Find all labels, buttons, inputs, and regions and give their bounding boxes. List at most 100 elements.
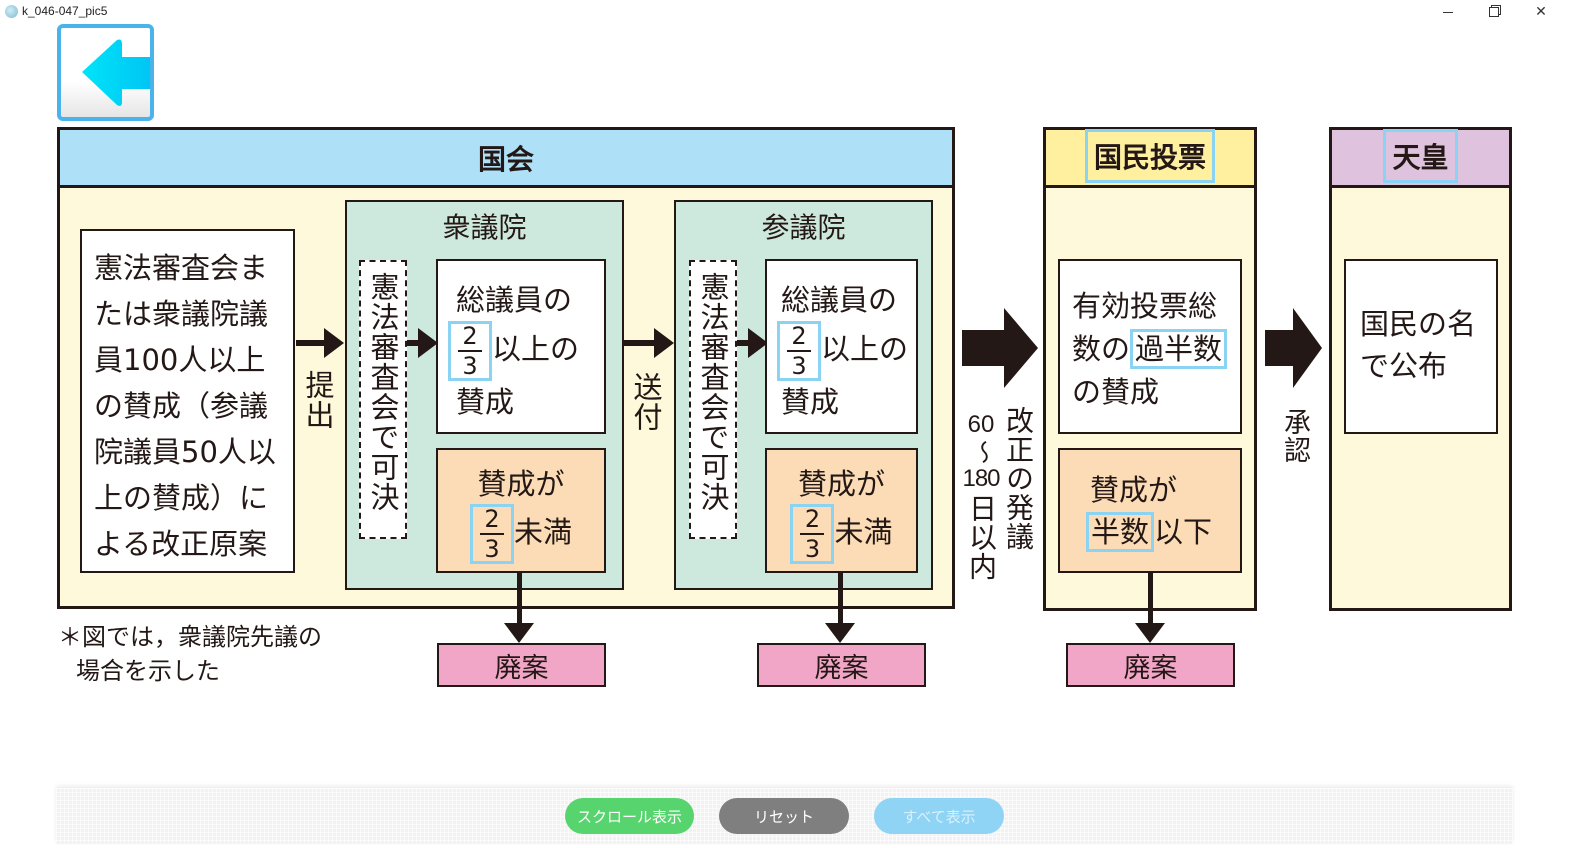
emperor-line2: で公布 [1360, 349, 1448, 383]
fraction-denominator: 3 [804, 535, 821, 563]
referendum-discard-arrow-head [1135, 623, 1165, 643]
fraction-numerator: 2 [804, 505, 821, 533]
fraction-bar [787, 350, 811, 352]
referendum-reject-line1: 賛成が [1090, 473, 1178, 507]
hr-reject-fraction: 2 3 [469, 504, 514, 564]
close-button[interactable]: ✕ [1518, 0, 1564, 24]
referendum-reject-highlight: 半数 [1086, 512, 1155, 552]
hc-reject-fraction: 2 3 [790, 504, 835, 564]
emperor-header-label: 天皇 [1383, 129, 1458, 183]
minimize-button[interactable] [1425, 0, 1471, 24]
footnote-line2: 場合を示した [76, 657, 220, 685]
submit-arrow-shaft [296, 340, 326, 346]
send-label: 送付 [629, 372, 663, 432]
proposal-line: 院議員50人以 [94, 435, 276, 469]
initiative-label: 改正の発議 [1002, 406, 1035, 551]
proposal-line: よる改正原案 [94, 527, 268, 561]
hc-approve-line2: 以上の [821, 332, 909, 366]
submit-arrow-head [324, 328, 344, 358]
hr-reject-line1: 賛成が [477, 467, 565, 501]
referendum-reject-suffix: 以下 [1154, 515, 1213, 549]
period-tilde: 〜 [968, 440, 995, 464]
fraction-bar [479, 533, 504, 535]
hr-discard-arrow-shaft [517, 573, 522, 625]
referendum-header: 国民投票 [1046, 129, 1254, 188]
hr-reject-suffix: 未満 [513, 515, 572, 549]
footnote: ＊図では，衆議院先議の 場合を示した [58, 620, 322, 688]
hr-discard-arrow-head [504, 623, 534, 643]
fraction-bar [458, 350, 482, 352]
approval-label: 承認 [1279, 408, 1310, 464]
approval-arrow-icon [1265, 308, 1322, 388]
title-bar: k_046-047_pic5 ✕ [0, 0, 1580, 24]
hr-reject-box: 賛成が 2 3 未満 [436, 448, 606, 573]
period-max: 180 [962, 465, 1000, 492]
proposal-line: の賛成（参議 [94, 389, 269, 423]
footnote-line1: ＊図では，衆議院先議の [58, 623, 322, 651]
hr-approve-fraction: 2 3 [448, 321, 492, 381]
fraction-numerator: 2 [484, 505, 500, 533]
submit-label: 提出 [301, 370, 335, 430]
emperor-box: 国民の名 で公布 [1344, 259, 1498, 434]
hc-committee-box: 憲法審査会で可決 [689, 260, 737, 539]
restore-button[interactable] [1471, 0, 1517, 24]
hc-committee-label: 憲法審査会で可決 [696, 272, 730, 512]
proposal-line: たは衆議院議 [94, 297, 269, 331]
hr-inner-arrow-head [418, 328, 438, 358]
discard-label: 廃案 [1123, 652, 1178, 684]
referendum-discard-box: 廃案 [1066, 643, 1235, 687]
hr-approve-box: 総議員の 2 3 以上の 賛成 [436, 259, 606, 434]
initiative-arrow-icon [962, 308, 1038, 388]
show-all-button[interactable]: すべて表示 [874, 798, 1004, 834]
app-icon [5, 5, 18, 18]
referendum-reject-box: 賛成が 半数以下 [1058, 448, 1242, 573]
hr-committee-label: 憲法審査会で可決 [366, 272, 400, 512]
hr-approve-line3: 賛成 [456, 385, 515, 419]
proposal-line: 憲法審査会ま [94, 251, 269, 285]
diet-header: 国会 [60, 130, 952, 188]
reset-button[interactable]: リセット [719, 798, 849, 834]
referendum-header-label: 国民投票 [1084, 129, 1215, 183]
minimize-icon [1443, 11, 1453, 13]
close-icon: ✕ [1535, 4, 1547, 20]
fraction-denominator: 3 [484, 535, 500, 563]
hr-approve-line2: 以上の [492, 332, 580, 366]
diet-header-label: 国会 [477, 142, 534, 176]
hr-inner-arrow-shaft [407, 340, 421, 346]
hc-approve-fraction: 2 3 [777, 321, 821, 381]
hr-approve-line1: 総議員の [456, 283, 573, 317]
fraction-bar [800, 533, 825, 535]
hc-inner-arrow-head [748, 328, 768, 358]
restore-icon [1489, 7, 1499, 17]
discard-label: 廃案 [814, 652, 869, 684]
hr-committee-box: 憲法審査会で可決 [359, 260, 407, 539]
scroll-view-button[interactable]: スクロール表示 [565, 798, 694, 834]
send-arrow-shaft [624, 340, 656, 346]
referendum-discard-arrow-shaft [1148, 573, 1153, 625]
hc-discard-arrow-shaft [838, 573, 843, 625]
fraction-denominator: 3 [791, 352, 807, 380]
hc-approve-box: 総議員の 2 3 以上の 賛成 [765, 259, 918, 434]
hc-reject-suffix: 未満 [834, 515, 893, 549]
back-button[interactable] [57, 24, 154, 121]
discard-label: 廃案 [494, 652, 549, 684]
proposal-box: 憲法審査会ま たは衆議院議 員100人以上 の賛成（参議 院議員50人以 上の賛… [80, 229, 295, 573]
hc-approve-line1: 総議員の [781, 283, 898, 317]
referendum-approve-highlight: 過半数 [1130, 329, 1228, 369]
emperor-header: 天皇 [1332, 129, 1509, 188]
house-of-representatives-title: 衆議院 [442, 211, 527, 244]
referendum-approve-box: 有効投票総 数の過半数 の賛成 [1058, 259, 1242, 434]
proposal-line: 員100人以上 [94, 343, 266, 377]
hc-reject-box: 賛成が 2 3 未満 [765, 448, 918, 573]
fraction-numerator: 2 [462, 322, 478, 350]
referendum-approve-line3: の賛成 [1072, 375, 1160, 409]
period-unit: 日以内 [966, 494, 997, 581]
period-min: 60 [967, 411, 995, 438]
arrow-left-icon [82, 39, 150, 106]
fraction-denominator: 3 [462, 352, 478, 380]
initiative-period: 60 〜 180 日以内 [962, 410, 1000, 581]
hc-discard-arrow-head [825, 623, 855, 643]
hc-discard-box: 廃案 [757, 643, 926, 687]
emperor-line1: 国民の名 [1360, 307, 1477, 341]
hr-discard-box: 廃案 [437, 643, 606, 687]
